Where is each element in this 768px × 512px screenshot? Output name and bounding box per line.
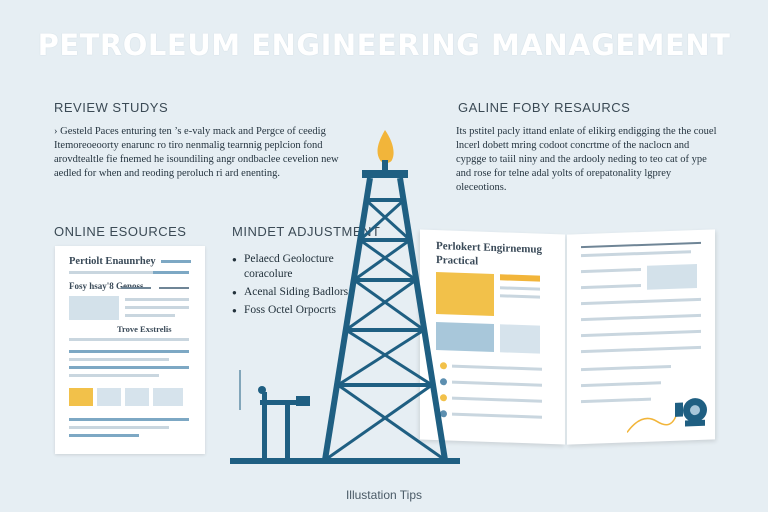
book-chart-small	[500, 324, 540, 354]
card-block-yellow	[69, 388, 93, 406]
mindset-item: Foss Octel Orpocrts	[232, 303, 352, 318]
mindset-list: Pelaecd Geolocture coracolure Acenal Sid…	[232, 252, 352, 321]
book-right-page	[567, 229, 715, 445]
page-title: PETROLEUM ENGINEERING MANAGEMENT	[37, 28, 731, 62]
card-image	[69, 296, 119, 320]
mindset-item: Pelaecd Geolocture coracolure	[232, 252, 352, 282]
pump-icon	[627, 398, 707, 433]
document-card: Pertiolt Enaunrhey Fosy hsay'8 Genoss Tr…	[55, 246, 205, 454]
card-block	[125, 388, 149, 406]
card-subtitle: Fosy hsay'8 Genoss	[69, 281, 144, 291]
review-heading: REVIEW STUDYS	[54, 100, 169, 115]
mindset-item: Acenal Siding Badlors	[232, 285, 352, 300]
mindset-heading: MINDET ADJUSTMENT	[232, 224, 381, 239]
oil-derrick-illustration	[230, 130, 460, 464]
online-resources-label: ONLINE ESOURCES	[54, 224, 187, 239]
flame-icon	[377, 130, 394, 163]
resources-heading: GALINE FOBY RESAURCS	[458, 100, 631, 115]
card-mid-label: Trove Exstrelis	[117, 324, 172, 334]
card-block	[153, 388, 183, 406]
caption: Illustation Tips	[345, 488, 423, 502]
resources-text: Its pstitel pacly ittand enlate of eliki…	[456, 126, 717, 193]
review-text: › Gesteld Paces enturing ten ’s e-valy m…	[54, 126, 339, 179]
card-title: Pertiolt Enaunrhey	[69, 256, 156, 267]
card-block	[97, 388, 121, 406]
